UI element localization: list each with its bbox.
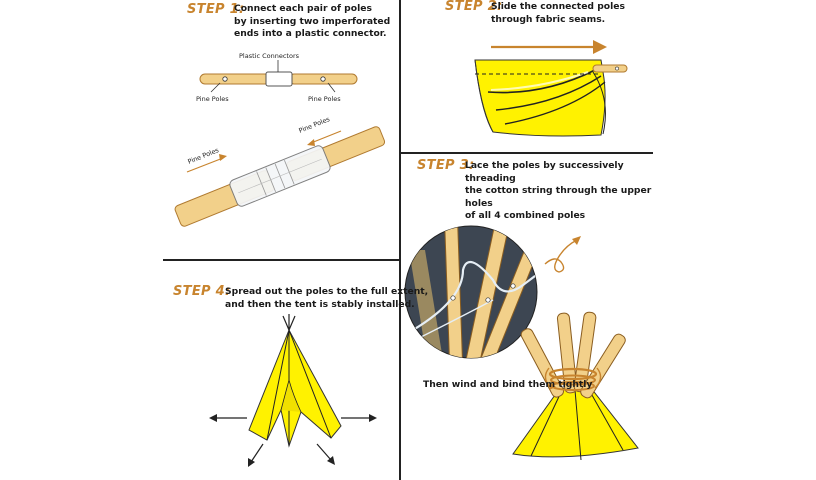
label-plastic-connectors: Plastic Connectors [239,52,300,60]
step3-caption: Then wind and bind them tightly [423,379,593,390]
closeup-arrowhead-lower [219,154,227,161]
binding-wrap-arrow [544,367,602,389]
step1-illustration [174,60,386,227]
spread-arrow-down-left [250,443,264,463]
slide-arrow-head [593,40,607,54]
spread-arrow-down-right [316,443,332,461]
pole-hole-left [222,76,228,82]
step1-heading: STEP 1: [187,2,245,17]
bound-pole-3 [573,311,597,393]
closeup-arrowhead-upper [307,139,315,146]
string-binding [548,367,598,381]
vertical-divider [399,0,401,480]
step3-illustration [404,225,639,461]
instruction-sheet: STEP 1: Connect each pair of poles by in… [163,0,653,480]
step3-line-2: the cotton string through the upper hole… [465,185,652,209]
step4-instructions: Spread out the poles to the full extent,… [225,286,428,311]
bound-pole-2 [556,312,578,394]
bound-pole-1 [520,328,564,398]
step3-heading: STEP 3: [417,158,475,173]
closeup-arrow-upper [310,130,342,144]
horizontal-divider-left [163,259,400,261]
tent-pole-tip-1 [282,315,290,331]
label-pine-poles-left: Pine Poles [196,95,229,103]
step4-line-2: and then the tent is stably installed. [225,298,415,310]
step2-line-1: Slide the connected poles [491,1,625,12]
pole-in-seam [592,64,628,73]
tent-pole-tip-2 [288,315,296,331]
closeup-arrow-lower [186,157,224,173]
pole-right-pointer [327,82,336,93]
step1-line-1: Connect each pair of poles [234,3,372,14]
cotton-string [412,260,537,331]
lacing-curl-arrow [544,239,578,273]
step4-line-1: Spread out the poles to the full extent, [225,286,429,297]
step2-heading: STEP 2: [445,0,503,14]
step1-line-2: by inserting two imperforated [234,15,391,27]
step4-illustration [209,314,377,467]
connector-closeup [174,126,386,227]
bound-tent-fabric [512,387,639,458]
step3-line-1: Lace the poles by successively threading [465,160,624,184]
step3-instructions: Lace the poles by successively threading… [465,160,653,223]
label-pine-poles-right: Pine Poles [308,95,341,103]
horizontal-divider-right [400,152,653,154]
closeup-pole-c [479,229,537,358]
step2-instructions: Slide the connected poles through fabric… [491,1,625,26]
pole-left-pointer [210,82,221,93]
step4-heading: STEP 4: [173,284,231,299]
step1-line-3: ends into a plastic connector. [234,28,387,39]
step2-line-2: through fabric seams. [491,13,606,25]
pole-in-seam-hole [615,66,619,71]
step3-line-3: of all 4 combined poles [465,210,586,221]
pole-hole-right [320,76,326,82]
plastic-connector [265,71,293,87]
lacing-curl-arrowhead [572,236,581,245]
step1-instructions: Connect each pair of poles by inserting … [234,3,390,41]
closeup-pole-b [463,226,510,358]
step2-illustration [474,40,628,137]
